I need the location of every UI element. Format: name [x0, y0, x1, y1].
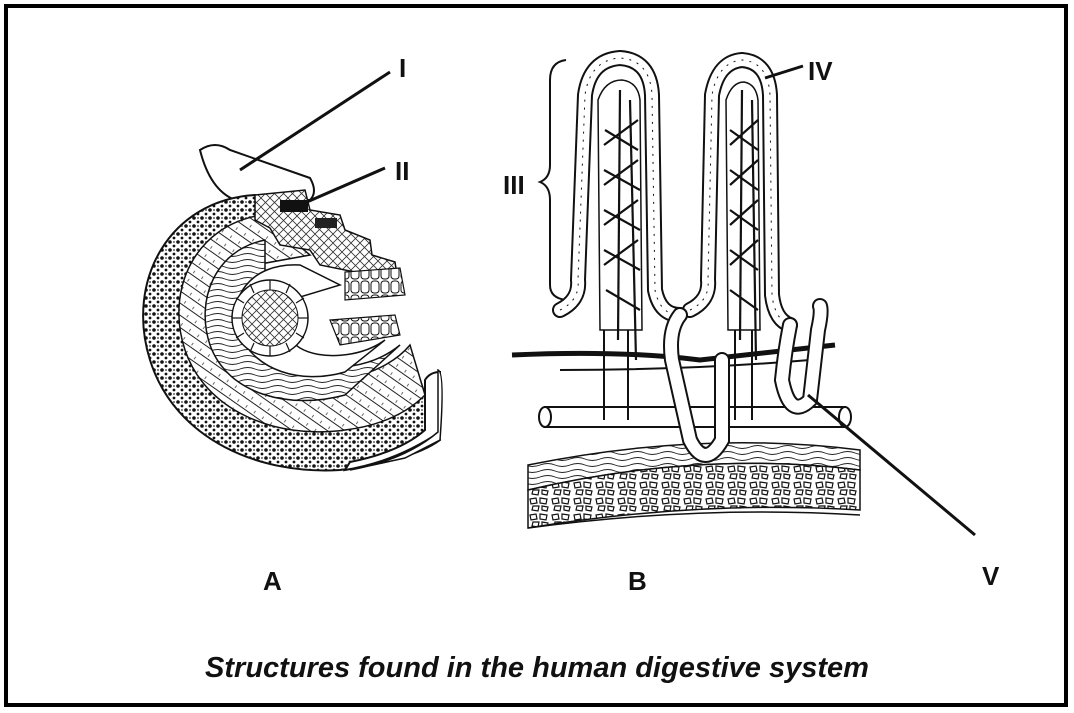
diagram-b-label: B — [628, 568, 647, 594]
label-v: V — [982, 563, 999, 589]
label-ii: II — [395, 158, 409, 184]
diagram-a-label: A — [263, 568, 282, 594]
label-i: I — [399, 55, 406, 81]
brace-iii — [540, 60, 566, 300]
diagram-b-villi — [512, 58, 975, 535]
label-iv: IV — [808, 58, 833, 84]
diagram-a-intestine — [143, 72, 442, 470]
label-iii: III — [503, 172, 525, 198]
pointer-line-i — [240, 72, 390, 170]
figure-caption: Structures found in the human digestive … — [0, 652, 1074, 685]
